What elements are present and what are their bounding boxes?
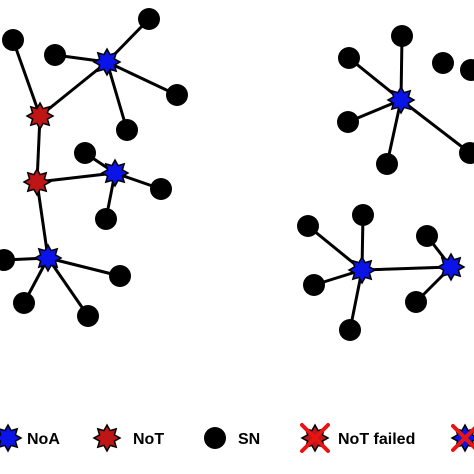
sensor-node [459,142,474,164]
edge [11,39,42,117]
edge [106,60,178,97]
sensor-node [391,25,413,47]
sensor-node [95,208,117,230]
sensor-node [352,204,374,226]
sensor-node [416,225,438,247]
legend-item-not: NoT [92,423,164,453]
sensor-node [166,84,188,106]
legend-not-label: NoT [133,431,164,448]
failed-cross-icon [300,423,330,453]
legend-not-failed-symbol [300,423,330,453]
noa-node [347,255,377,285]
sensor-node [338,47,360,69]
network-nodes [0,8,474,341]
failed-cross-icon [451,424,474,452]
edge [105,61,129,131]
not-star-icon [92,423,122,453]
sensor-node [432,52,454,74]
sensor-node [297,215,319,237]
noa-node [100,158,130,188]
noa-node [92,47,122,77]
noa-node [386,85,416,115]
sensor-node [460,59,474,81]
noa-node [33,243,63,273]
sensor-node [2,29,24,51]
sensor-node [339,319,361,341]
not-node [25,101,55,131]
legend-item-sn: SN [204,427,260,449]
sensor-node [116,119,138,141]
legend: NoA NoT SN NoT failed [0,423,474,453]
legend-item-noa: NoA [0,423,60,453]
sensor-node [138,8,160,30]
sensor-node [77,305,99,327]
sensor-node [109,265,131,287]
sensor-node [150,178,172,200]
edge [46,257,90,317]
sensor-node [337,111,359,133]
legend-item-not-failed: NoT failed [300,423,415,453]
legend-item-noa-failed-partial [450,423,474,453]
sensor-node [13,292,35,314]
sensor-node [44,44,66,66]
edge [35,181,50,259]
legend-noa-label: NoA [27,431,60,448]
edge [39,60,108,118]
legend-noa-failed-symbol [450,423,474,453]
sensor-node [303,274,325,296]
legend-sn-symbol [204,427,226,449]
sensor-node [376,153,398,175]
legend-not-symbol [92,423,122,453]
not-node [22,167,52,197]
network-edges [3,17,471,331]
legend-noa-symbol [0,423,23,453]
noa-star-icon [0,423,23,453]
sensor-node [0,249,15,271]
edge [47,256,121,278]
sensor-node [405,291,427,313]
sensor-node [74,142,96,164]
noa-node [436,252,466,282]
edge [36,171,116,184]
edge [361,265,452,272]
legend-not-failed-label: NoT failed [338,431,415,448]
edge [400,98,471,155]
legend-sn-label: SN [238,431,260,448]
